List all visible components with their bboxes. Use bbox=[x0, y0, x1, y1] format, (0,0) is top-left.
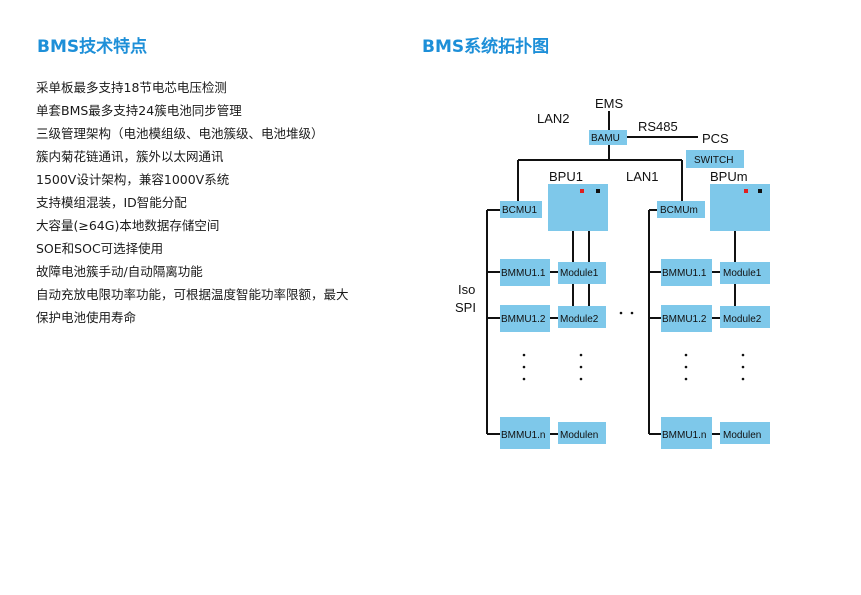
component-boxes bbox=[500, 130, 770, 449]
bpu1-label: BPU1 bbox=[549, 169, 583, 184]
clusterm-modulen-label: Modulen bbox=[723, 430, 761, 441]
feature-item: 簇内菊花链通讯，簇外以太网通讯 bbox=[36, 149, 224, 164]
cluster1-bmmun-label: BMMU1.n bbox=[501, 430, 545, 441]
bpu1-red-led bbox=[580, 189, 584, 193]
feature-item: 支持模组混装，ID智能分配 bbox=[36, 195, 187, 210]
bcmum-label: BCMUm bbox=[660, 205, 698, 216]
clusterm-bmmu2-label: BMMU1.2 bbox=[662, 314, 707, 325]
feature-item: 1500V设计架构，兼容1000V系统 bbox=[36, 172, 230, 187]
bcmum-box bbox=[657, 201, 705, 218]
bpu1-black-led bbox=[596, 189, 600, 193]
topology-title: BMS系统拓扑图 bbox=[422, 37, 550, 57]
clusterm-bmmun-box bbox=[661, 417, 712, 449]
bpum-black-led bbox=[758, 189, 762, 193]
feature-item: 自动充放电限功率功能，可根据温度智能功率限额，最大 bbox=[36, 287, 349, 302]
bpum-label: BPUm bbox=[710, 169, 748, 184]
clusterm-bmmu1-label: BMMU1.1 bbox=[662, 268, 707, 279]
feature-item: SOE和SOC可选择使用 bbox=[36, 241, 164, 256]
cluster1-module1-label: Module1 bbox=[560, 268, 599, 279]
ellipsis-dots bbox=[522, 311, 745, 381]
cluster1-bmmu1-label: BMMU1.1 bbox=[501, 268, 546, 279]
rs485-label: RS485 bbox=[638, 119, 678, 134]
pcs-label: PCS bbox=[702, 131, 729, 146]
clusterm-bmmun-label: BMMU1.n bbox=[662, 430, 706, 441]
bcmu1-label: BCMU1 bbox=[502, 205, 537, 216]
clusterm-module1-label: Module1 bbox=[723, 268, 762, 279]
cluster1-module1-box bbox=[558, 262, 606, 284]
lan2-label: LAN2 bbox=[537, 111, 570, 126]
cluster1-bmmun-box bbox=[500, 417, 550, 449]
clusterm-bmmu1-box bbox=[661, 259, 712, 286]
iso-label: Iso bbox=[458, 282, 475, 297]
bpum-red-led bbox=[744, 189, 748, 193]
cluster1-module2-box bbox=[558, 306, 606, 328]
overlay-lines bbox=[572, 231, 736, 306]
feature-item: 采单板最多支持18节电芯电压检测 bbox=[36, 80, 227, 95]
feature-item: 保护电池使用寿命 bbox=[36, 310, 137, 325]
clusterm-modulen-box bbox=[720, 422, 770, 444]
feature-item: 大容量(≥64G)本地数据存储空间 bbox=[36, 218, 220, 233]
spi-label: SPI bbox=[455, 300, 476, 315]
cluster1-bmmu1-box bbox=[500, 259, 550, 286]
clusterm-module1-box bbox=[720, 262, 770, 284]
feature-list: 采单板最多支持18节电芯电压检测 单套BMS最多支持24簇电池同步管理 三级管理… bbox=[36, 76, 349, 329]
clusterm-module2-label: Module2 bbox=[723, 314, 762, 325]
cluster1-modulen-label: Modulen bbox=[560, 430, 598, 441]
cluster1-bmmu2-label: BMMU1.2 bbox=[501, 314, 546, 325]
feature-item: 单套BMS最多支持24簇电池同步管理 bbox=[36, 103, 242, 118]
switch-label: SWITCH bbox=[694, 155, 733, 166]
clusterm-module2-box bbox=[720, 306, 770, 328]
cluster1-module2-label: Module2 bbox=[560, 314, 599, 325]
feature-item: 三级管理架构（电池模组级、电池簇级、电池堆级） bbox=[36, 126, 324, 141]
cluster1-bmmu2-box bbox=[500, 305, 550, 332]
switch-box bbox=[686, 150, 744, 168]
ems-label: EMS bbox=[595, 96, 624, 111]
lan1-label: LAN1 bbox=[626, 169, 659, 184]
clusterm-bmmu2-box bbox=[661, 305, 712, 332]
status-leds bbox=[580, 189, 762, 193]
bamu-label: BAMU bbox=[591, 133, 620, 144]
cluster1-modulen-box bbox=[558, 422, 606, 444]
features-title: BMS技术特点 bbox=[37, 37, 148, 57]
bcmu1-box bbox=[500, 201, 542, 218]
bamu-box bbox=[589, 130, 627, 145]
feature-item: 故障电池簇手动/自动隔离功能 bbox=[36, 264, 203, 279]
